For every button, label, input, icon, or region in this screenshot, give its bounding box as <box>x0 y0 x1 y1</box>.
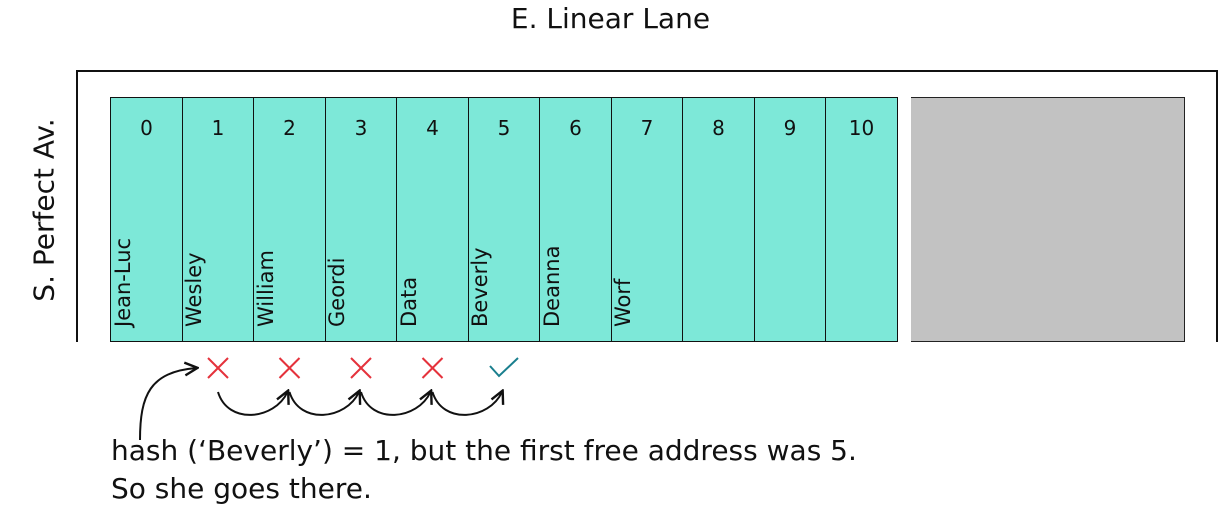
cross-icon <box>207 357 229 379</box>
probe-arrows <box>217 392 503 416</box>
slot-9: 9 <box>753 97 827 342</box>
probe-hop-arrow <box>431 392 503 416</box>
hash-pointer-arrow <box>139 368 196 441</box>
caption: hash (‘Beverly’) = 1, but the first free… <box>111 432 857 508</box>
probe-hop-arrow <box>217 392 288 416</box>
slot-index: 2 <box>283 116 296 140</box>
cross-icon <box>278 357 301 379</box>
cross-icon <box>350 357 372 379</box>
empty-area <box>911 97 1185 342</box>
slot-index: 6 <box>569 116 582 140</box>
slot-index: 1 <box>211 116 225 140</box>
slot-index: 4 <box>426 116 439 140</box>
probe-hop-arrow <box>288 392 360 416</box>
street-outline <box>76 70 1218 342</box>
slot-index: 7 <box>640 116 654 140</box>
slot-index: 5 <box>497 116 511 140</box>
slot-index: 8 <box>712 116 725 140</box>
slot-index: 9 <box>783 116 797 140</box>
probe-marks <box>207 357 519 379</box>
slot-index: 10 <box>848 116 875 140</box>
probe-hop-arrow <box>360 392 431 416</box>
caption-line-2: So she goes there. <box>111 472 372 505</box>
slot-index: 3 <box>354 116 368 140</box>
diagram-title: E. Linear Lane <box>510 2 711 35</box>
slot-10: 10 <box>825 97 898 342</box>
slot-8: 8 <box>682 97 755 342</box>
cross-icon <box>421 357 444 379</box>
check-icon <box>489 357 519 378</box>
caption-line-1: hash (‘Beverly’) = 1, but the first free… <box>111 434 857 467</box>
slot-index: 0 <box>140 116 153 140</box>
